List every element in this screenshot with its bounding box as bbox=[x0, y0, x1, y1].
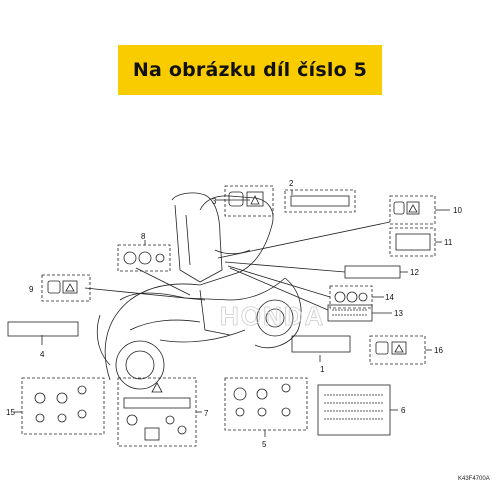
diagram-code: K43F4700A bbox=[458, 476, 490, 482]
callout-numbers: 1 2 3 4 5 6 7 8 9 10 11 12 13 14 15 16 bbox=[6, 179, 462, 449]
label-4 bbox=[7, 321, 79, 337]
label-3 bbox=[224, 185, 274, 217]
callout-12: 12 bbox=[410, 268, 419, 277]
callout-10: 10 bbox=[453, 206, 462, 215]
leader-lines bbox=[14, 190, 450, 437]
callout-6: 6 bbox=[401, 406, 406, 415]
watermark-logo: HONDA bbox=[220, 301, 325, 331]
label-13 bbox=[327, 304, 373, 322]
label-12 bbox=[344, 265, 401, 279]
callout-15: 15 bbox=[6, 408, 15, 417]
label-6 bbox=[317, 384, 391, 436]
label-11 bbox=[389, 227, 436, 257]
title-banner: Na obrázku díl číslo 5 bbox=[118, 45, 382, 95]
callout-4: 4 bbox=[40, 350, 45, 359]
callout-13: 13 bbox=[394, 309, 403, 318]
callout-8: 8 bbox=[141, 232, 146, 241]
scooter-illustration bbox=[96, 192, 302, 390]
label-10 bbox=[389, 195, 436, 225]
label-8 bbox=[117, 244, 171, 272]
label-5 bbox=[224, 377, 308, 431]
callout-2: 2 bbox=[289, 179, 294, 188]
label-15 bbox=[21, 377, 105, 435]
label-16 bbox=[369, 335, 426, 365]
callout-14: 14 bbox=[385, 293, 394, 302]
label-1 bbox=[291, 335, 351, 353]
label-2 bbox=[284, 189, 356, 213]
label-7 bbox=[117, 377, 197, 447]
callout-9: 9 bbox=[29, 285, 34, 294]
callout-7: 7 bbox=[204, 409, 209, 418]
label-9 bbox=[41, 274, 91, 302]
banner-text: Na obrázku díl číslo 5 bbox=[132, 59, 368, 81]
callout-16: 16 bbox=[434, 346, 443, 355]
callout-5: 5 bbox=[262, 440, 267, 449]
callout-1: 1 bbox=[320, 365, 325, 374]
callout-3: 3 bbox=[212, 197, 217, 206]
label-14 bbox=[329, 285, 373, 309]
callout-11: 11 bbox=[444, 238, 453, 247]
